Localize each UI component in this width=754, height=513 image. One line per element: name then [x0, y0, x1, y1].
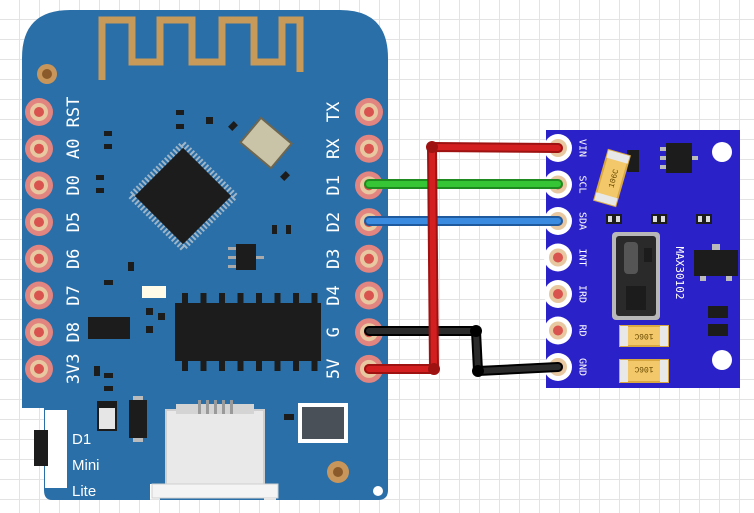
- pin-pad-right-d4: [355, 281, 383, 310]
- pin-label-left-d7: D7: [64, 285, 84, 305]
- pin-label-left-d0: D0: [64, 175, 84, 195]
- module-pin-label-scl: SCL: [577, 175, 588, 193]
- pin-pad-left-a0: [25, 134, 53, 163]
- pin-pad-left-d8: [25, 318, 53, 347]
- module-pin-label-sda: SDA: [577, 212, 588, 230]
- fuse: [129, 400, 147, 438]
- pin-label-left-d6: D6: [64, 249, 84, 269]
- max30102-sensor: [612, 232, 660, 320]
- pin-pad-right-d3: [355, 244, 383, 273]
- module-pin-label-vin: VIN: [577, 139, 588, 157]
- pin-label-left-3v3: 3V3: [64, 354, 84, 385]
- pin-label-right-d4: D4: [324, 285, 344, 305]
- pin-label-left-a0: A0: [64, 138, 84, 158]
- tantalum-capacitor-mid: 106C: [619, 325, 669, 347]
- module-pad-int: [544, 243, 572, 272]
- smd-components: [94, 110, 291, 391]
- pin-pad-left-d6: [25, 244, 53, 273]
- module-ldo: [660, 143, 698, 173]
- antenna-trace: [98, 16, 304, 80]
- board-outline: [22, 10, 388, 500]
- pin-label-left-d8: D8: [64, 322, 84, 342]
- pin-pad-left-d5: [25, 208, 53, 237]
- module-regulator: [694, 244, 738, 281]
- board-label: D1 Mini Lite: [72, 431, 100, 500]
- esp-chip: [126, 139, 240, 253]
- pin-label-left-rst: RST: [64, 97, 84, 128]
- pin-label-right-d3: D3: [324, 249, 344, 269]
- pin-label-right-rx: RX: [324, 138, 344, 159]
- pin-pad-left-d7: [25, 281, 53, 310]
- usb-serial-chip: [175, 293, 321, 371]
- board-label-line-2: Mini: [72, 457, 100, 474]
- pin-label-right-d1: D1: [324, 175, 344, 195]
- tantalum-capacitor-top: 106C: [593, 148, 631, 208]
- pin-pad-left-rst: [25, 98, 53, 126]
- pin-pad-right-rx: [355, 134, 383, 163]
- cap-label-mid: 106C: [634, 331, 653, 340]
- pin-label-right-5v: 5V: [324, 359, 344, 379]
- max30102-module: 106C 106C 106C MAX30102 VIN SCL SDA INT IRD R…: [544, 130, 740, 388]
- led: [142, 286, 166, 298]
- module-mount-hole-top: [712, 142, 732, 162]
- pin-label-right-g: G: [324, 327, 344, 337]
- pin-pad-left-d0: [25, 171, 53, 200]
- reset-button: [34, 410, 67, 488]
- tantalum-capacitor-bottom: 106C: [619, 359, 669, 383]
- pin-pad-left-3v3: [25, 354, 53, 383]
- pin-pad-right-tx: [355, 98, 383, 126]
- board-label-line-3: Lite: [72, 483, 96, 500]
- small-ic: [88, 317, 130, 339]
- crystal: [238, 116, 294, 170]
- module-pad-rd: [544, 316, 572, 345]
- pin-label-right-d2: D2: [324, 212, 344, 232]
- module-small-parts: [606, 150, 728, 336]
- board-label-line-1: D1: [72, 431, 91, 448]
- module-pin-label-int: INT: [577, 248, 588, 266]
- corner-dot: [373, 486, 383, 496]
- cap-label-bottom: 106C: [634, 364, 653, 373]
- module-name: MAX30102: [673, 247, 686, 300]
- regulator: [228, 244, 264, 270]
- wires: [364, 141, 563, 377]
- module-pad-ird: [544, 280, 572, 308]
- pin-label-left-d5: D5: [64, 212, 84, 232]
- micro-usb-connector: [151, 400, 279, 499]
- module-pin-label-gnd: GND: [577, 358, 588, 376]
- module-pin-label-rd: RD: [577, 324, 588, 336]
- module-pin-label-ird: IRD: [577, 285, 588, 303]
- module-mount-hole-bottom: [712, 350, 732, 370]
- pin-label-right-tx: TX: [324, 101, 344, 122]
